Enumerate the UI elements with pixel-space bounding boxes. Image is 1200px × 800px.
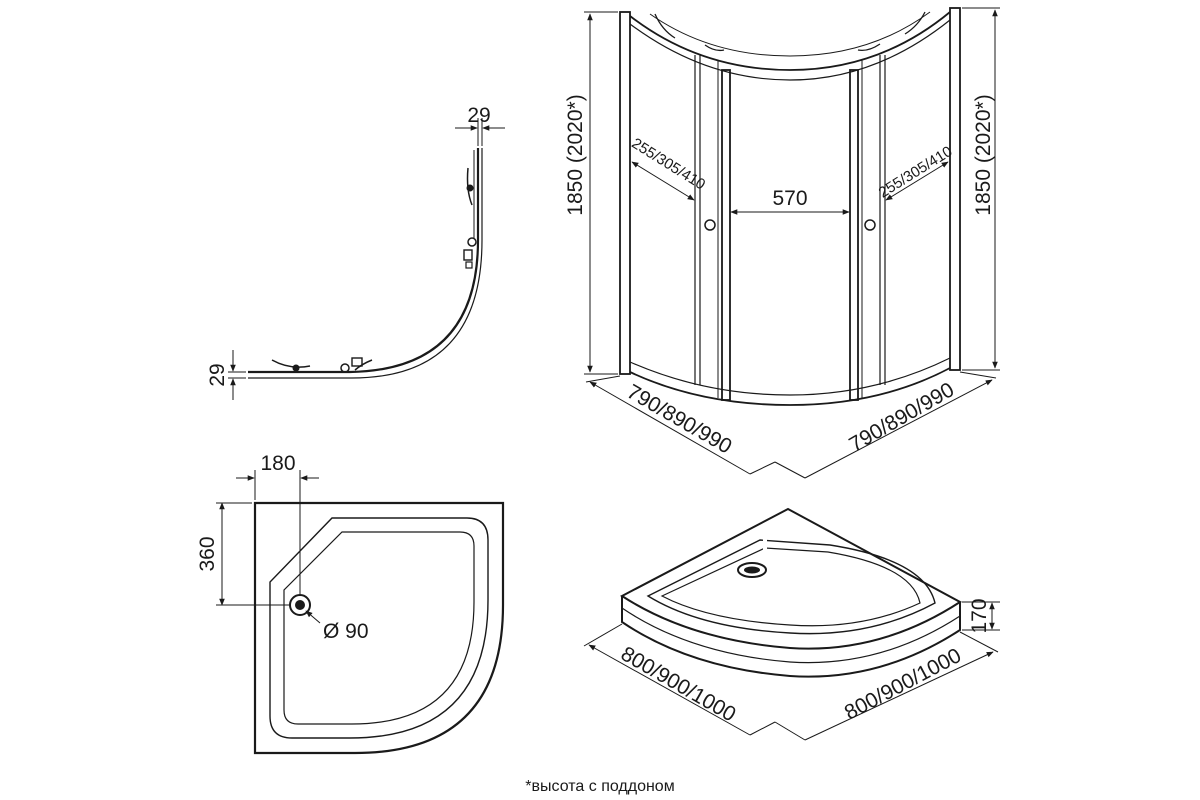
- tray-isometric-view: 170 800/900/1000 800/900/1000: [583, 507, 1000, 741]
- enclosure-front-view: 1850 (2020*) 1850 (2020*) 255/305/410 25…: [564, 7, 1000, 479]
- dim-profile-left: 29: [206, 363, 229, 386]
- dim-profile-top: 29: [467, 104, 490, 127]
- dim-door-opening: 570: [772, 187, 807, 210]
- dim-tray-right: 800/900/1000: [841, 644, 965, 725]
- dim-drain-diameter: Ø 90: [323, 620, 369, 643]
- dim-tray-left: 800/900/1000: [617, 642, 740, 726]
- dim-base-left: 790/890/990: [623, 380, 736, 458]
- footnote: *высота с поддоном: [525, 778, 675, 795]
- dim-tray-height: 170: [968, 598, 991, 633]
- dim-drain-x: 180: [260, 452, 295, 475]
- dim-height-left: 1850 (2020*): [564, 94, 587, 215]
- dim-drain-y: 360: [196, 536, 219, 571]
- dim-height-right: 1850 (2020*): [972, 94, 995, 215]
- dim-side-right: 255/305/410: [876, 143, 956, 202]
- frame-plan-view: 29 29: [206, 104, 505, 400]
- tray-plan-view: Ø 90 180 360: [196, 452, 505, 755]
